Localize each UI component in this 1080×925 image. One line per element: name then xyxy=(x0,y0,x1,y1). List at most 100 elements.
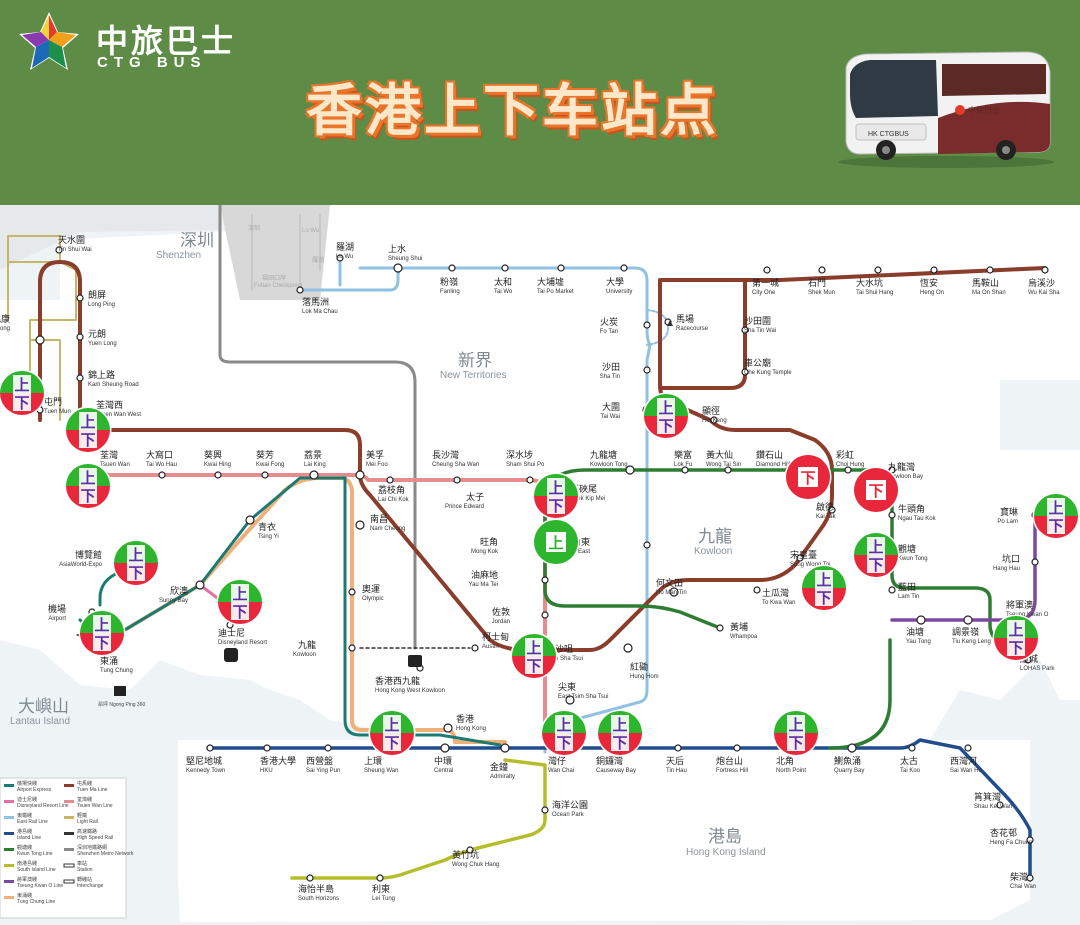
racecourse-star-icon xyxy=(667,320,673,326)
station-name-cn: 柯士甸 xyxy=(482,631,509,643)
station-name-en: Tai Po Market xyxy=(537,289,574,295)
station-name-en: Heng On xyxy=(920,290,944,296)
bus-brand-text: 中旅巴士 xyxy=(968,105,1000,115)
station-name-en: South Horizons xyxy=(298,896,339,902)
station-dot-university xyxy=(620,264,628,272)
legend-label-cn: 東鐵綫 xyxy=(17,812,32,819)
station-name-cn: 粉嶺 xyxy=(440,276,458,288)
station-name-cn: 銅鑼灣 xyxy=(596,755,623,767)
station-name-en: Admiralty xyxy=(490,774,515,780)
badge-down-text: 下 xyxy=(128,564,143,582)
east-rail-line xyxy=(298,256,652,754)
station-name-cn: 利東 xyxy=(372,883,390,895)
station-name-cn: 佐敦 xyxy=(492,606,510,618)
faint-label-futian-en: Futian Checkpoint xyxy=(254,283,303,289)
badge-up-text: 上 xyxy=(556,716,571,734)
station-name-cn: 寶琳 xyxy=(1000,506,1018,518)
station-name-cn: 堅尼地城 xyxy=(186,755,222,767)
station-name-en: Fo Tan xyxy=(600,329,618,335)
station-dot-lok-ma-chau xyxy=(296,286,304,294)
station-dot-to-kwa-wan xyxy=(753,586,761,594)
badge-down-text: 下 xyxy=(788,734,803,752)
station-name-en: Austin xyxy=(482,644,499,650)
station-name-en: Sha Tin Wai xyxy=(744,328,776,334)
legend-label-cn: 轉綫站 xyxy=(77,876,92,883)
station-name-cn: 油麻地 xyxy=(471,569,498,581)
badge-to-kwa-wan-both: 上下 xyxy=(800,564,848,612)
station-name-cn: 落馬洲 xyxy=(302,296,329,308)
station-name-en: Wan Chai xyxy=(548,768,574,774)
station-dot-sunny-bay xyxy=(195,580,205,590)
ngong-ping-cable-icon xyxy=(114,686,126,696)
station-name-cn: 火炭 xyxy=(600,317,618,328)
station-name-en: Hung Hom xyxy=(630,674,659,680)
region-nt-cn: 新界 xyxy=(458,351,492,371)
badge-down-text: 下 xyxy=(232,603,247,621)
legend-label-en: Airport Express xyxy=(17,787,52,793)
legend-swatch xyxy=(4,864,14,867)
legend-label-cn: 荃灣綫 xyxy=(77,796,92,803)
station-dot-chai-wan xyxy=(1026,874,1034,882)
station-name-cn: 紅磡 xyxy=(630,661,648,673)
region-shenzhen-cn: 深圳 xyxy=(180,231,214,251)
header-banner: 中旅巴士 CTG BUS 香港上下车站点 中旅巴士 HK CTGBUS xyxy=(0,0,1080,205)
legend-label-en: Kwun Tong Line xyxy=(17,851,53,857)
station-name-en: Mong Kok xyxy=(471,549,499,555)
station-name-cn: 沙田圍 xyxy=(744,316,771,327)
shenzhen-network-line xyxy=(218,205,417,650)
station-dot-hin-keng xyxy=(710,416,718,424)
station-name-cn: 藍田 xyxy=(898,581,916,593)
station-dot-jordan xyxy=(541,611,549,619)
station-dot-long-ping xyxy=(76,294,84,302)
station-name-cn: 南昌 xyxy=(370,513,388,525)
station-name-en: Wu Kai Sha xyxy=(1028,290,1060,296)
region-lantau-cn: 大嶼山 xyxy=(18,697,69,717)
station-name-cn: 西灣河 xyxy=(950,755,977,767)
legend-label-cn: 屯馬綫 xyxy=(77,780,92,787)
station-dot-hung-hom xyxy=(623,643,633,653)
region-kowloon-en: Kowloon xyxy=(694,546,732,557)
station-name-cn: 石硤尾 xyxy=(570,484,597,495)
badge-up-text: 上 xyxy=(1048,499,1063,517)
badge-down-text: 下 xyxy=(800,469,815,487)
kwun-tong-line xyxy=(543,468,1030,660)
bus-illustration: 中旅巴士 HK CTGBUS xyxy=(838,51,1054,168)
station-dot-kowloon-tong xyxy=(625,465,635,475)
legend-swatch xyxy=(4,896,14,899)
station-dot-wu-kai-sha xyxy=(1041,266,1049,274)
station-name-en: Kwun Tong xyxy=(898,556,928,562)
region-hk-island-cn: 港島 xyxy=(708,827,742,847)
station-name-en: Ngau Tau Kok xyxy=(898,516,937,522)
station-name-en: Kwai Hing xyxy=(204,462,231,468)
badge-kowloon-bay-down: 下 xyxy=(852,466,900,514)
station-name-en: Lam Tin xyxy=(898,594,919,600)
disney-mickey-icon xyxy=(224,648,238,662)
station-name-en: Tsim Sha Tsui xyxy=(546,656,583,662)
shenzhen-faint-lines xyxy=(251,214,321,291)
station-name-en: Tai Wo Hau xyxy=(146,462,177,468)
station-dot-quarry-bay xyxy=(847,743,857,753)
station-name-en: Lai King xyxy=(304,462,326,468)
station-name-cn: 機場 xyxy=(48,603,66,615)
station-name-en: Airport xyxy=(48,616,66,622)
